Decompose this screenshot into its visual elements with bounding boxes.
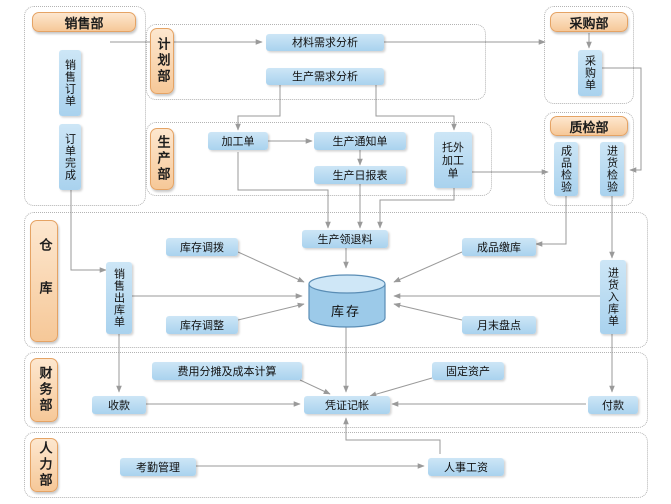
- arrow-purchase-order-to-incoming-inspection: [602, 67, 642, 173]
- arrow-stock-transfer-to-inventory: [237, 251, 305, 283]
- dept-sales: 销售部: [32, 12, 136, 32]
- arrow-production-demand-to-process-order: [235, 78, 281, 131]
- node-incoming-inspection[interactable]: 进货检验: [600, 142, 624, 196]
- dept-production: 生产部: [150, 128, 174, 190]
- sales-zone: [24, 6, 146, 206]
- arrow-payroll-to-voucher: [343, 417, 441, 454]
- arrow-finished-inspection-to-receipt: [535, 196, 567, 247]
- inventory-database-icon: [308, 274, 386, 328]
- arrow-fixed-assets-to-voucher: [369, 377, 433, 397]
- node-purchase-inbound[interactable]: 进货入库单: [600, 260, 626, 334]
- node-material-issue-return[interactable]: 生产领退料: [302, 230, 388, 248]
- node-stock-adjustment[interactable]: 库存调整: [166, 316, 238, 334]
- node-inventory[interactable]: 库存: [330, 304, 361, 320]
- node-voucher[interactable]: 凭证记帐: [304, 396, 390, 414]
- node-sales-order[interactable]: 销售订单: [59, 50, 81, 116]
- node-fixed-assets[interactable]: 固定资产: [432, 362, 504, 380]
- node-sales-outbound[interactable]: 销售出库单: [106, 262, 132, 334]
- arrow-outsourced-down: [377, 188, 455, 229]
- dept-quality: 质检部: [550, 116, 628, 136]
- arrow-production-demand-to-outsourced: [375, 78, 457, 131]
- node-stock-transfer[interactable]: 库存调拨: [166, 238, 238, 256]
- node-cost-allocation[interactable]: 费用分摊及成本计算: [152, 362, 302, 380]
- arrow-cost-to-voucher: [299, 379, 331, 395]
- dept-finance: 财务部: [30, 358, 58, 422]
- arrow-stock-adjustment-to-inventory: [237, 302, 305, 321]
- arrow-month-end-to-inventory: [393, 302, 463, 321]
- node-production-demand[interactable]: 生产需求分析: [266, 68, 384, 85]
- arrow-order-complete-to-outbound: [70, 190, 107, 273]
- arrow-process-order-down: [237, 152, 331, 229]
- dept-hr: 人力部: [30, 438, 58, 492]
- arrow-finished-receipt-to-inventory: [393, 251, 463, 283]
- node-attendance[interactable]: 考勤管理: [120, 458, 196, 476]
- node-finished-inspection[interactable]: 成品检验: [554, 142, 578, 196]
- node-production-daily[interactable]: 生产日报表: [314, 166, 406, 184]
- node-process-order[interactable]: 加工单: [208, 132, 268, 150]
- node-production-notice[interactable]: 生产通知单: [314, 132, 406, 150]
- node-finished-receipt[interactable]: 成品缴库: [462, 238, 536, 256]
- node-order-complete[interactable]: 订单完成: [59, 124, 81, 190]
- node-receipt[interactable]: 收款: [92, 396, 146, 414]
- finance-zone: [24, 352, 648, 428]
- dept-procurement: 采购部: [550, 12, 628, 32]
- node-purchase-order[interactable]: 采购单: [578, 50, 602, 96]
- dept-warehouse: 仓库: [30, 220, 58, 342]
- node-month-end-count[interactable]: 月末盘点: [462, 316, 536, 334]
- dept-planning: 计划部: [150, 28, 174, 94]
- node-payroll[interactable]: 人事工资: [428, 458, 504, 476]
- node-outsourced-order[interactable]: 托外加工单: [434, 132, 472, 188]
- node-material-demand[interactable]: 材料需求分析: [266, 34, 384, 51]
- node-payment[interactable]: 付款: [588, 396, 638, 414]
